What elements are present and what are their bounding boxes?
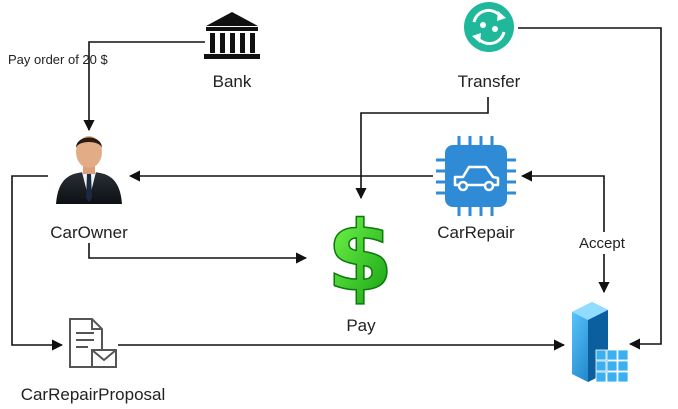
edge-bank-to-carowner [83,41,205,132]
node-car-repair-proposal[interactable]: CarRepairProposal [21,318,166,404]
dollar-sign-icon: $ [327,201,394,313]
edge-carowner-to-proposal [11,175,64,351]
server-cluster-icon [572,302,629,383]
bank-icon [204,12,260,59]
document-mail-icon [69,318,117,368]
edge-transfer-to-pay [355,97,489,200]
edge-transfer-to-server [518,27,662,350]
node-carowner-label: CarOwner [50,223,128,242]
node-car-repair[interactable]: CarRepair [436,136,516,242]
node-pay-label: Pay [346,316,376,335]
node-bank-label: Bank [213,72,252,91]
edge-carowner-to-pay [88,243,308,264]
edge-label-pay-order: Pay order of 20 $ [8,52,108,67]
edge-label-accept: Accept [579,235,626,252]
node-transfer[interactable]: Transfer [458,2,521,91]
accept-label-bg [576,232,638,254]
node-proposal-label: CarRepairProposal [21,385,166,404]
node-transfer-label: Transfer [458,72,521,91]
node-carrepair-label: CarRepair [437,223,515,242]
node-bank[interactable]: Bank [204,12,260,91]
node-pay[interactable]: $ Pay [326,200,394,335]
car-chip-icon [436,136,516,216]
node-server[interactable] [572,302,629,383]
transfer-cycle-icon [464,2,514,52]
node-car-owner[interactable]: CarOwner [50,136,128,242]
businessman-icon [56,136,122,204]
